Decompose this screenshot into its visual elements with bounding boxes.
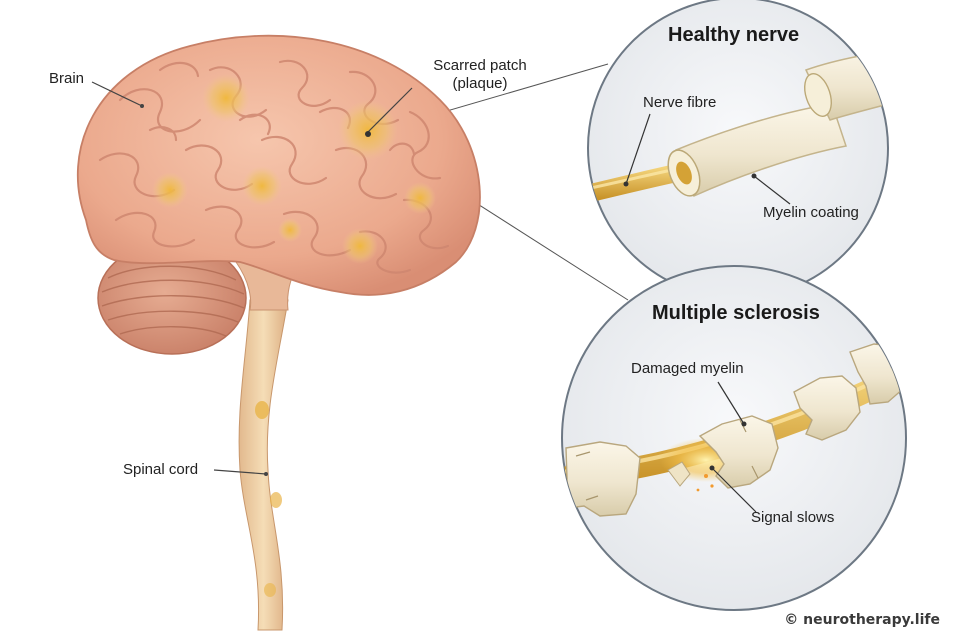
plaque-pointer xyxy=(367,87,413,133)
damaged-myelin-label: Damaged myelin xyxy=(631,360,744,377)
cord-plaque xyxy=(270,492,282,508)
spinal-cord-label: Spinal cord xyxy=(123,461,199,478)
plaque-label-line2: (plaque) xyxy=(452,75,508,92)
ms-title: Multiple sclerosis xyxy=(652,302,820,324)
cord-plaque xyxy=(255,401,269,419)
signal-slows-label: Signal slows xyxy=(751,509,835,526)
spinal-cord xyxy=(238,299,289,631)
ms-nerve-inset xyxy=(561,265,907,611)
nerve-fibre-label: Nerve fibre xyxy=(643,94,717,111)
copyright-credit: © neurotherapy.life xyxy=(784,612,940,628)
brain-plaques xyxy=(152,74,436,264)
plaque-label-line1: Scarred patch xyxy=(433,57,527,74)
healthy-nerve-inset xyxy=(587,0,889,299)
brain-cerebrum xyxy=(76,34,481,296)
plaque-label: Scarred patch (plaque) xyxy=(420,57,540,93)
cord-plaque xyxy=(264,583,276,597)
spinal-cord-pointer xyxy=(213,469,267,475)
brain-label: Brain xyxy=(49,70,85,87)
myelin-coating-label: Myelin coating xyxy=(763,204,859,221)
healthy-nerve-title: Healthy nerve xyxy=(668,24,800,46)
brain-pointer xyxy=(91,81,143,107)
